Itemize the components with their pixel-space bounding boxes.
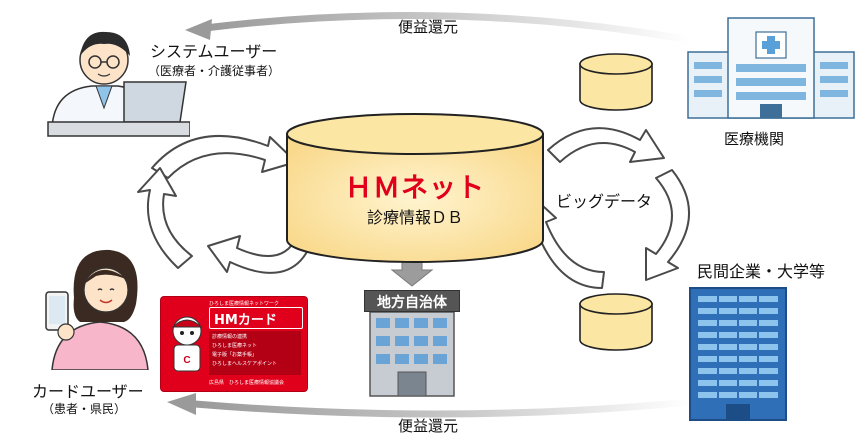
hm-card-footer: 広島県 ひろしま医療情報協議会 — [209, 380, 285, 386]
arrow-medical-to-private — [645, 169, 691, 281]
office-building-icon — [689, 287, 787, 421]
government-building-icon — [369, 312, 455, 397]
hospital-icon — [687, 17, 855, 119]
private-database-icon — [579, 293, 653, 351]
bottom-benefit-arrow — [167, 393, 694, 418]
bottom-benefit-label: 便益還元 — [398, 417, 459, 435]
arrow-system-to-db — [151, 135, 297, 179]
arrow-card-to-system — [137, 167, 193, 269]
mascot-icon: C — [171, 316, 203, 372]
hm-card-line: ひろしま医療ネット — [212, 343, 258, 349]
hm-card-line: ひろしまヘルスケアポイント — [212, 361, 278, 367]
hm-net-title: ＨＭネット — [345, 173, 485, 204]
card-user-subtitle: （患者・県民） — [42, 402, 127, 416]
local-government-building: 地方自治体 — [364, 290, 460, 400]
private-label: 民間企業・大学等 — [697, 262, 826, 281]
top-benefit-label: 便益還元 — [398, 18, 459, 36]
doctor-icon — [47, 31, 190, 137]
arrow-db-to-card — [207, 235, 311, 274]
hm-card: ひろしま医療情報ネットワーク HMカード C 診療情報の連携 ひろしま医療ネット… — [160, 296, 308, 392]
card-user-title: カードユーザー — [32, 382, 144, 401]
database-cylinder-icon — [286, 113, 544, 263]
big-data-label: ビッグデータ — [556, 188, 653, 212]
top-benefit-arrow — [185, 12, 694, 44]
system-user-title: システムユーザー — [150, 42, 278, 61]
hm-card-line: 診療情報の連携 — [212, 334, 248, 340]
svg-text:C: C — [183, 355, 190, 366]
medical-database-icon — [579, 53, 653, 111]
hm-card-features: 診療情報の連携 ひろしま医療ネット 電子版「お薬手帳」 ひろしまヘルスケアポイン… — [209, 331, 301, 375]
hm-card-brand: HMカード — [214, 313, 277, 328]
system-user-subtitle: （医療者・介護従事者） — [148, 64, 281, 78]
card-user-illustration — [40, 238, 160, 370]
hm-net-database: ＨＭネット 診療情報ＤＢ — [284, 112, 546, 264]
medical-label: 医療機関 — [724, 130, 785, 148]
system-user-illustration — [40, 18, 190, 138]
local-government-sign: 地方自治体 — [377, 295, 447, 311]
arrow-db-to-medical — [547, 127, 665, 163]
hm-card-header: ひろしま医療情報ネットワーク — [209, 301, 280, 307]
hm-card-line: 電子版「お薬手帳」 — [212, 352, 258, 358]
woman-with-phone-icon — [45, 249, 149, 370]
hm-net-subtitle: 診療情報ＤＢ — [366, 208, 463, 227]
